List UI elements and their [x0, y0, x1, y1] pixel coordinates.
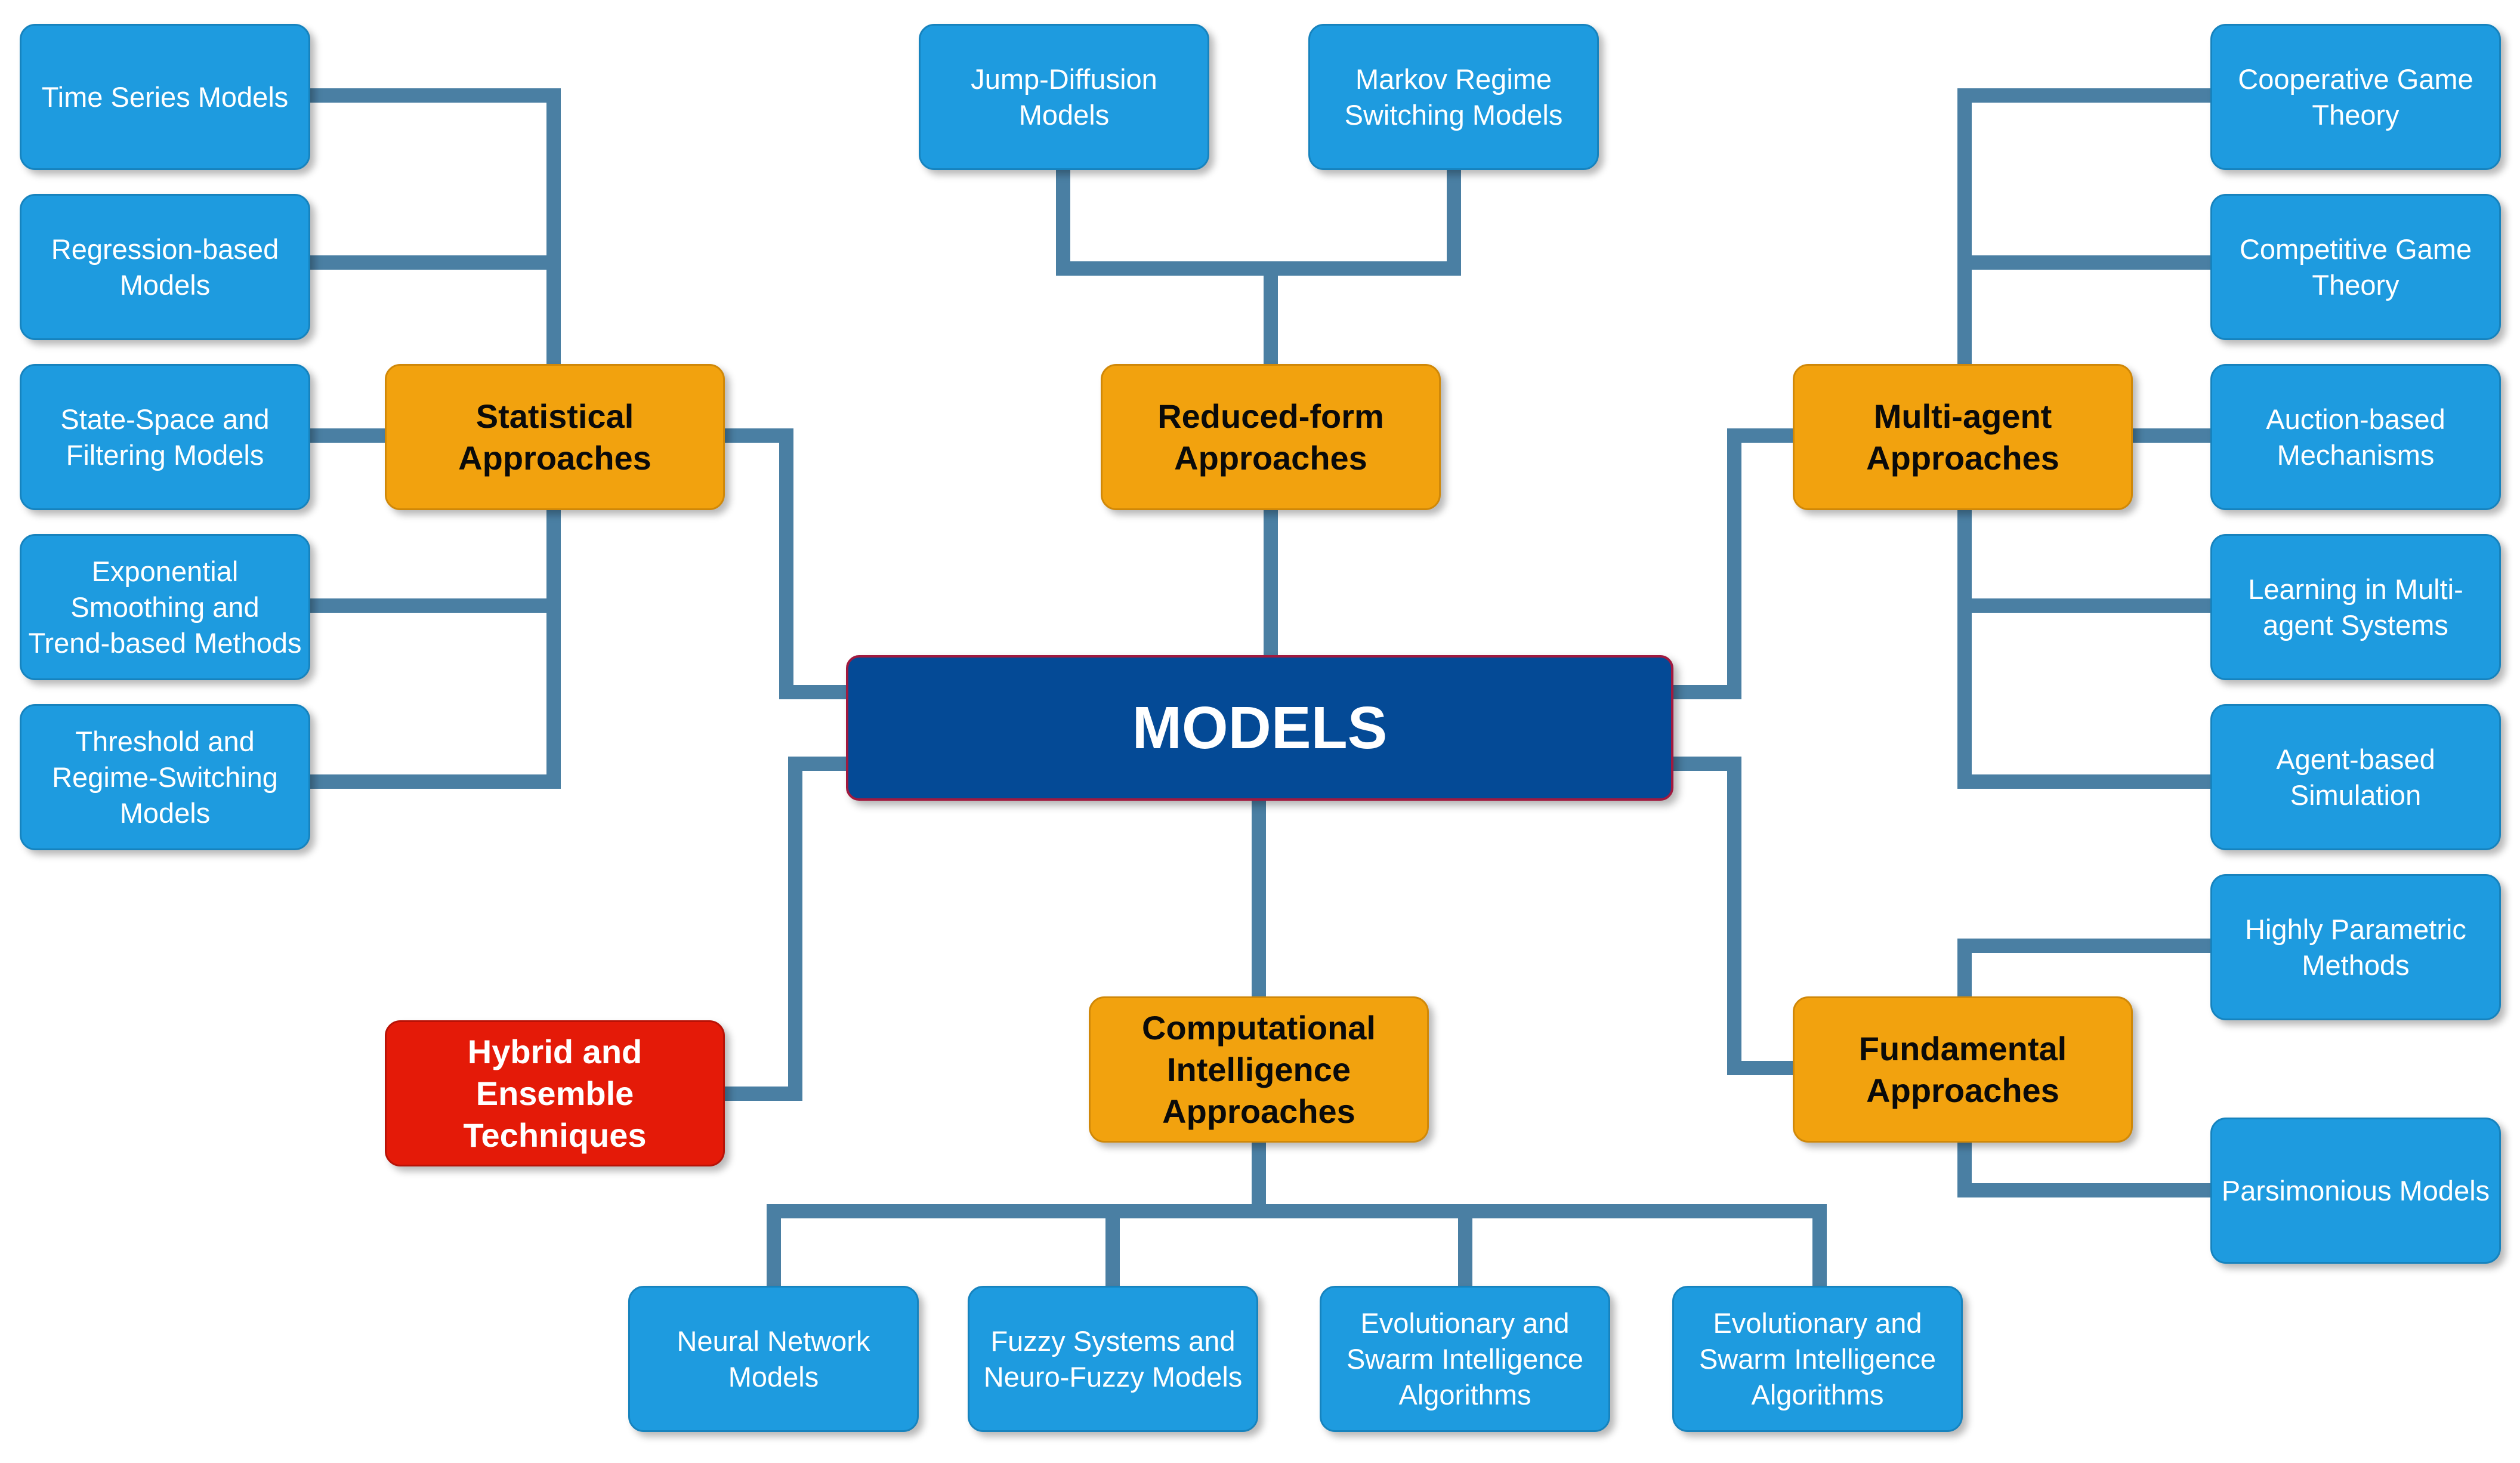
category-computational-intelligence-approaches: Computational Intelligence Approaches — [1089, 996, 1429, 1143]
leaf-label: Evolutionary and Swarm Intelligence Algo… — [1346, 1307, 1584, 1410]
category-label: Reduced-form Approaches — [1157, 397, 1384, 477]
leaf-markov-regime-switching: Markov Regime Switching Models — [1308, 24, 1599, 170]
connector-fundamental-to-center — [1673, 757, 1793, 1075]
category-hybrid-and-ensemble-techniques: Hybrid and Ensemble Techniques — [385, 1020, 725, 1166]
leaf-parsimonious-models: Parsimonious Models — [2210, 1118, 2501, 1264]
leaf-auction-based-mechanisms: Auction-based Mechanisms — [2210, 364, 2501, 510]
leaf-learning-in-multi-agent-systems: Learning in Multi-agent Systems — [2210, 534, 2501, 680]
category-fundamental-approaches: Fundamental Approaches — [1793, 996, 2133, 1143]
leaf-cooperative-game-theory: Cooperative Game Theory — [2210, 24, 2501, 170]
leaf-label: Threshold and Regime-Switching Models — [52, 725, 278, 829]
category-label: Computational Intelligence Approaches — [1142, 1008, 1376, 1130]
leaf-label: Regression-based Models — [51, 233, 279, 301]
category-label: Multi-agent Approaches — [1866, 397, 2059, 477]
leaf-label: Agent-based Simulation — [2276, 743, 2435, 811]
leaf-label: Exponential Smoothing and Trend-based Me… — [28, 555, 302, 659]
leaf-label: Neural Network Models — [677, 1325, 870, 1393]
leaf-evolutionary-swarm-2: Evolutionary and Swarm Intelligence Algo… — [1672, 1286, 1963, 1432]
leaf-label: Fuzzy Systems and Neuro-Fuzzy Models — [983, 1325, 1243, 1393]
leaf-label: Highly Parametric Methods — [2245, 913, 2466, 981]
leaf-label: Competitive Game Theory — [2239, 233, 2472, 301]
center-node-models: MODELS — [846, 655, 1673, 801]
connector-reducedform-children — [1056, 170, 1461, 276]
leaf-label: Cooperative Game Theory — [2238, 63, 2473, 131]
leaf-agent-based-simulation: Agent-based Simulation — [2210, 704, 2501, 850]
leaf-label: State-Space and Filtering Models — [60, 403, 270, 471]
leaf-fuzzy-systems-neuro-fuzzy: Fuzzy Systems and Neuro-Fuzzy Models — [968, 1286, 1258, 1432]
leaf-label: Markov Regime Switching Models — [1344, 63, 1563, 131]
leaf-state-space-and-filtering-models: State-Space and Filtering Models — [20, 364, 310, 510]
category-label: Statistical Approaches — [458, 397, 651, 477]
leaf-time-series-models: Time Series Models — [20, 24, 310, 170]
leaf-label: Parsimonious Models — [2221, 1174, 2490, 1206]
leaf-label: Evolutionary and Swarm Intelligence Algo… — [1698, 1307, 1937, 1410]
category-reduced-form-approaches: Reduced-form Approaches — [1101, 364, 1441, 510]
leaf-threshold-regime-switching: Threshold and Regime-Switching Models — [20, 704, 310, 850]
connector-hybrid-to-center — [725, 757, 847, 1101]
connector-computational-children — [767, 1143, 1827, 1286]
center-label: MODELS — [1132, 694, 1388, 761]
connector-multiagent-to-center — [1673, 428, 1793, 699]
leaf-label: Auction-based Mechanisms — [2266, 403, 2445, 471]
leaf-neural-network-models: Neural Network Models — [628, 1286, 919, 1432]
leaf-exponential-smoothing: Exponential Smoothing and Trend-based Me… — [20, 534, 310, 680]
leaf-regression-based-models: Regression-based Models — [20, 194, 310, 340]
leaf-label: Time Series Models — [41, 81, 289, 113]
connector-statistical-to-center — [725, 428, 847, 699]
leaf-highly-parametric-methods: Highly Parametric Methods — [2210, 874, 2501, 1020]
leaf-label: Jump-Diffusion Models — [971, 63, 1157, 131]
category-label: Fundamental Approaches — [1858, 1029, 2067, 1109]
category-statistical-approaches: Statistical Approaches — [385, 364, 725, 510]
leaf-label: Learning in Multi-agent Systems — [2248, 573, 2463, 641]
category-multi-agent-approaches: Multi-agent Approaches — [1793, 364, 2133, 510]
leaf-competitive-game-theory: Competitive Game Theory — [2210, 194, 2501, 340]
category-label: Hybrid and Ensemble Techniques — [463, 1032, 647, 1154]
leaf-evolutionary-swarm-1: Evolutionary and Swarm Intelligence Algo… — [1320, 1286, 1610, 1432]
leaf-jump-diffusion-models: Jump-Diffusion Models — [919, 24, 1209, 170]
